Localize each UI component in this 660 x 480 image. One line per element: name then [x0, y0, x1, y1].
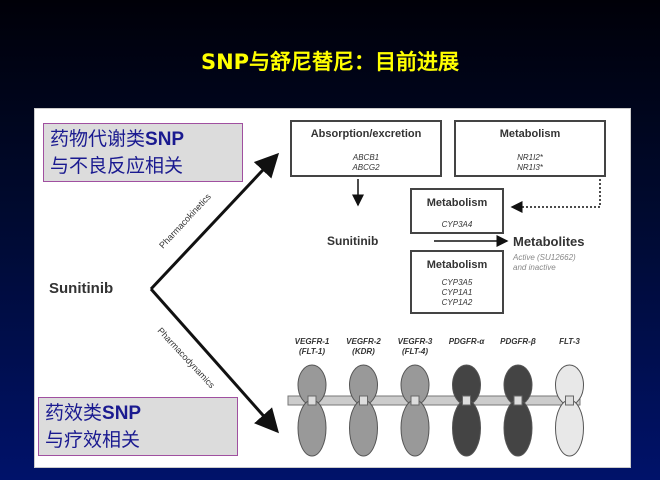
receptor-label: (FLT-4)	[402, 347, 428, 356]
pk-arrow	[149, 152, 280, 291]
absorption-box: Absorption/excretion ABCB1 ABCG2	[290, 120, 442, 177]
receptor-label: PDGFR-α	[449, 337, 486, 346]
svg-text:CYP3A5: CYP3A5	[442, 278, 473, 287]
receptor-label: PDGFR-β	[500, 337, 536, 346]
diagram-panel: Sunitinib Pharmacokinetics Pharmacodynam…	[34, 108, 631, 468]
svg-text:CYP1A1: CYP1A1	[442, 288, 473, 297]
receptor-vegfr-3: VEGFR-3(FLT-4)	[398, 337, 433, 457]
receptor-label: VEGFR-2	[346, 337, 381, 346]
receptor-flt-3: FLT-3	[555, 337, 584, 457]
metabolites-label: Metabolites	[513, 234, 585, 249]
cell-membrane	[287, 395, 581, 406]
svg-text:and inactive: and inactive	[513, 263, 556, 272]
svg-text:Metabolism: Metabolism	[500, 128, 561, 140]
sunitinib-diagram: Sunitinib Pharmacokinetics Pharmacodynam…	[49, 120, 606, 457]
pd-label: Pharmacodynamics	[156, 326, 218, 391]
metabolism-cyp3a4-box: Metabolism CYP3A4	[410, 188, 504, 234]
slide-title: SNP与舒尼替尼：目前进展	[200, 50, 460, 74]
receptor-pdgfr-β: PDGFR-β	[500, 337, 536, 457]
svg-text:NR1I3*: NR1I3*	[517, 163, 544, 172]
receptor-label: VEGFR-3	[398, 337, 433, 346]
pd-arrow	[149, 288, 279, 434]
drug-label: Sunitinib	[49, 280, 113, 297]
svg-text:Metabolism: Metabolism	[427, 197, 488, 209]
metabolism-nr-box: Metabolism NR1I2* NR1I3*	[454, 120, 606, 177]
receptor-group: VEGFR-1(FLT-1) VEGFR-2(KDR) VEGFR-3(FLT-4)…	[295, 337, 584, 457]
receptor-label: FLT-3	[559, 337, 580, 346]
receptor-vegfr-1: VEGFR-1(FLT-1)	[295, 337, 330, 457]
svg-text:Absorption/excretion: Absorption/excretion	[311, 128, 422, 140]
svg-text:Metabolism: Metabolism	[427, 259, 488, 271]
receptor-pdgfr-α: PDGFR-α	[449, 337, 486, 457]
svg-text:ABCG2: ABCG2	[351, 163, 380, 172]
svg-text:Active (SU12662): Active (SU12662)	[512, 253, 576, 262]
svg-text:CYP1A2: CYP1A2	[442, 298, 473, 307]
pk-label: Pharmacokinetics	[157, 191, 213, 250]
svg-text:ABCB1: ABCB1	[352, 153, 379, 162]
receptor-label: (FLT-1)	[299, 347, 325, 356]
svg-text:CYP3A4: CYP3A4	[442, 220, 473, 229]
receptor-vegfr-2: VEGFR-2(KDR)	[346, 337, 381, 457]
receptor-label: (KDR)	[352, 347, 375, 356]
svg-text:NR1I2*: NR1I2*	[517, 153, 544, 162]
sunitinib-center: Sunitinib	[327, 234, 378, 248]
receptor-label: VEGFR-1	[295, 337, 330, 346]
metabolism-other-box: Metabolism CYP3A5 CYP1A1 CYP1A2	[410, 250, 504, 314]
